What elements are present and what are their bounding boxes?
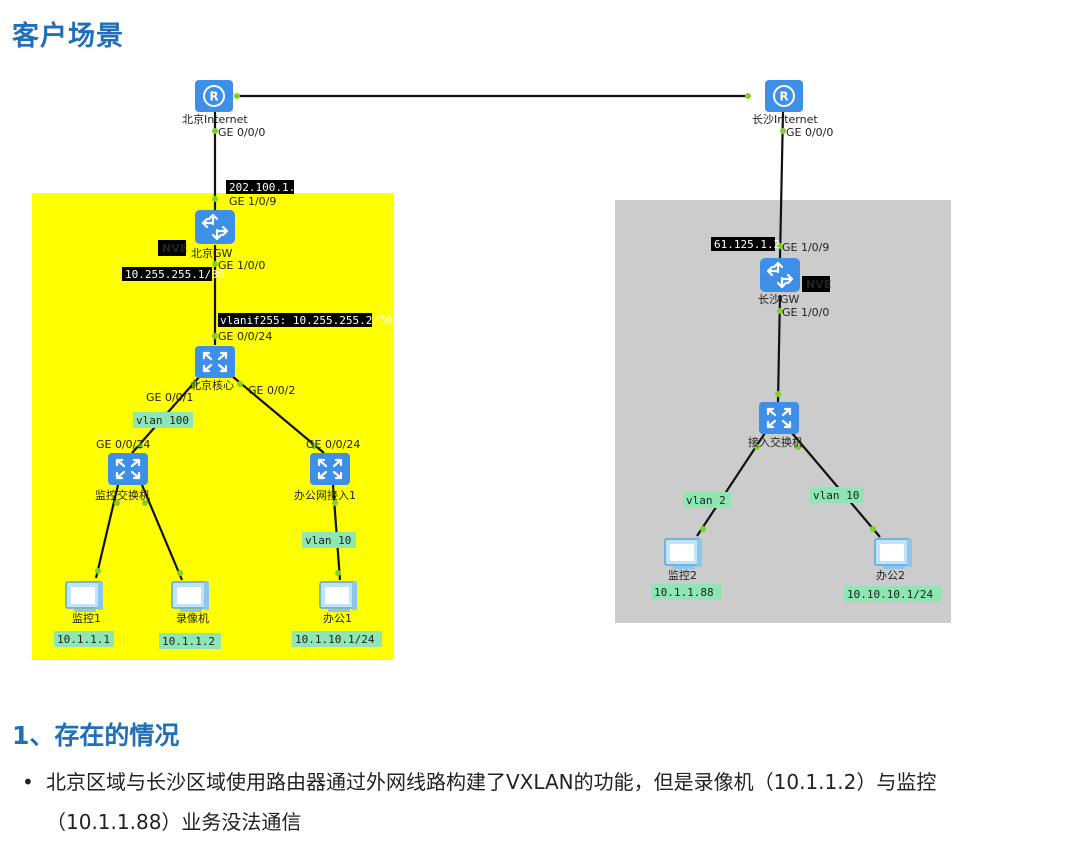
network-topology-diagram: R [32,79,951,660]
bj-vlan100-bg [133,412,193,428]
bj-gw-down-ip-label: 10.255.255.1/30 [125,268,224,281]
page-title: 客户场景 [12,21,124,52]
cs-internet-label: 长沙Internet [752,113,818,126]
link-access-office2 [791,432,881,538]
bj-pc-mon1-ip-bg [54,631,114,647]
cs-internet-port-label: GE 0/0/0 [786,126,833,139]
bj-pc-recorder-label: 录像机 [176,611,209,625]
cs-nve-badge: NVE [806,278,831,291]
cs-nve-badge-bg [802,276,830,292]
link-cs-internet-gw [778,111,785,259]
bj-vlan100-label: vlan 100 [136,414,189,427]
cs-vlan2-bg [683,492,731,508]
bj-vlan10-bg [302,532,356,548]
cs-access-sw-label: 接入交换机 [748,435,803,449]
bj-gw-up-ip-bg [226,180,294,194]
bj-core-port-left-label: GE 0/0/1 [146,391,193,404]
bj-core-vlanif-label: vlanif255: 10.255.255.2/30 [220,314,392,327]
cs-gw-up-port-label: GE 1/0/9 [782,241,829,254]
cs-gw-up-ip-label: 61.125.1.2 [714,238,780,251]
bullet-text-line2: （10.1.1.88）业务没法通信 [46,810,302,834]
bj-gw-up-port-label: GE 1/0/9 [229,195,276,208]
bj-pc-mon1-ip: 10.1.1.1 [57,633,110,646]
bj-pc-office1-ip-bg [292,631,382,647]
bj-pc-office1-icon[interactable] [319,581,358,613]
cs-vlan2-label: vlan 2 [686,494,726,507]
cs-pc-mon2-label: 监控2 [668,568,697,582]
link-mon-sw-pc1 [94,484,120,579]
link-core-office-sw [231,375,325,454]
bj-core-port-right-label: GE 0/0/2 [248,384,295,397]
cs-vlan10-bg [810,487,864,503]
bj-nve-badge-bg [158,240,186,256]
bj-pc-recorder-ip: 10.1.1.2 [162,635,215,648]
bj-nve-badge: NVE [162,242,187,255]
bj-gw-down-port-label: GE 1/0/0 [218,259,265,272]
bj-gw-up-ip-label: 202.100.1.1 [229,181,302,194]
cs-gw-up-ip-bg [711,237,775,251]
section-heading: 1、存在的情况 [12,721,180,750]
cs-pc-mon2-icon[interactable] [664,538,703,570]
cs-access-switch-icon[interactable] [757,400,801,436]
bj-office-sw-port-label: GE 0/0/24 [306,438,360,451]
bj-core-up-port-label: GE 0/0/24 [218,330,272,343]
bj-internet-port-label: GE 0/0/0 [218,126,265,139]
bj-pc-recorder-icon[interactable] [171,581,210,613]
bj-internet-label: 北京Internet [182,112,248,126]
bj-pc-office1-ip: 10.1.10.1/24 [295,633,375,646]
bullet-text-line1: 北京区域与长沙区域使用路由器通过外网线路构建了VXLAN的功能，但是录像机（10… [46,770,937,794]
cs-gw-router-icon[interactable] [758,256,802,294]
cs-pc-mon2-ip-bg [651,584,721,600]
bj-mon-sw-port-label: GE 0/0/24 [96,438,150,451]
cs-vlan10-label: vlan 10 [813,489,859,502]
bj-pc-office1-label: 办公1 [323,612,352,625]
bj-office-switch-icon[interactable] [308,451,352,487]
bj-pc-mon1-icon[interactable] [65,581,104,613]
cs-pc-office2-ip-bg [844,586,942,602]
bj-core-vlanif-bg [218,313,372,327]
bj-gw-down-ip-bg [122,267,212,281]
cs-pc-office2-icon[interactable] [874,538,913,570]
bj-office-sw-label: 办公网接入1 [294,489,356,502]
bj-gw-router-icon[interactable] [193,208,237,246]
bj-mon-switch-icon[interactable] [106,451,150,487]
port-dots [95,93,876,576]
link-access-mon2 [696,432,766,537]
cs-pc-mon2-ip: 10.1.1.88 [654,586,714,599]
cs-pc-office2-ip: 10.10.10.1/24 [847,588,933,601]
bj-mon-sw-label: 监控交换机 [95,488,150,502]
bj-core-label: 北京核心 [190,378,234,392]
bj-vlan10-label: vlan 10 [305,534,351,547]
cs-internet-router-icon[interactable] [764,79,804,113]
bullet-dot-icon: • [22,770,34,794]
cs-gw-down-port-label: GE 1/0/0 [782,306,829,319]
cs-gw-label: 长沙GW [758,293,800,306]
bj-core-switch-icon[interactable] [193,344,237,380]
link-mon-sw-recorder [140,484,184,581]
bj-pc-mon1-label: 监控1 [72,611,101,625]
bj-pc-recorder-ip-bg [159,633,221,649]
cs-pc-office2-label: 办公2 [876,569,905,582]
bj-gw-label: 北京GW [191,246,233,260]
bj-internet-router-icon[interactable] [194,79,234,113]
